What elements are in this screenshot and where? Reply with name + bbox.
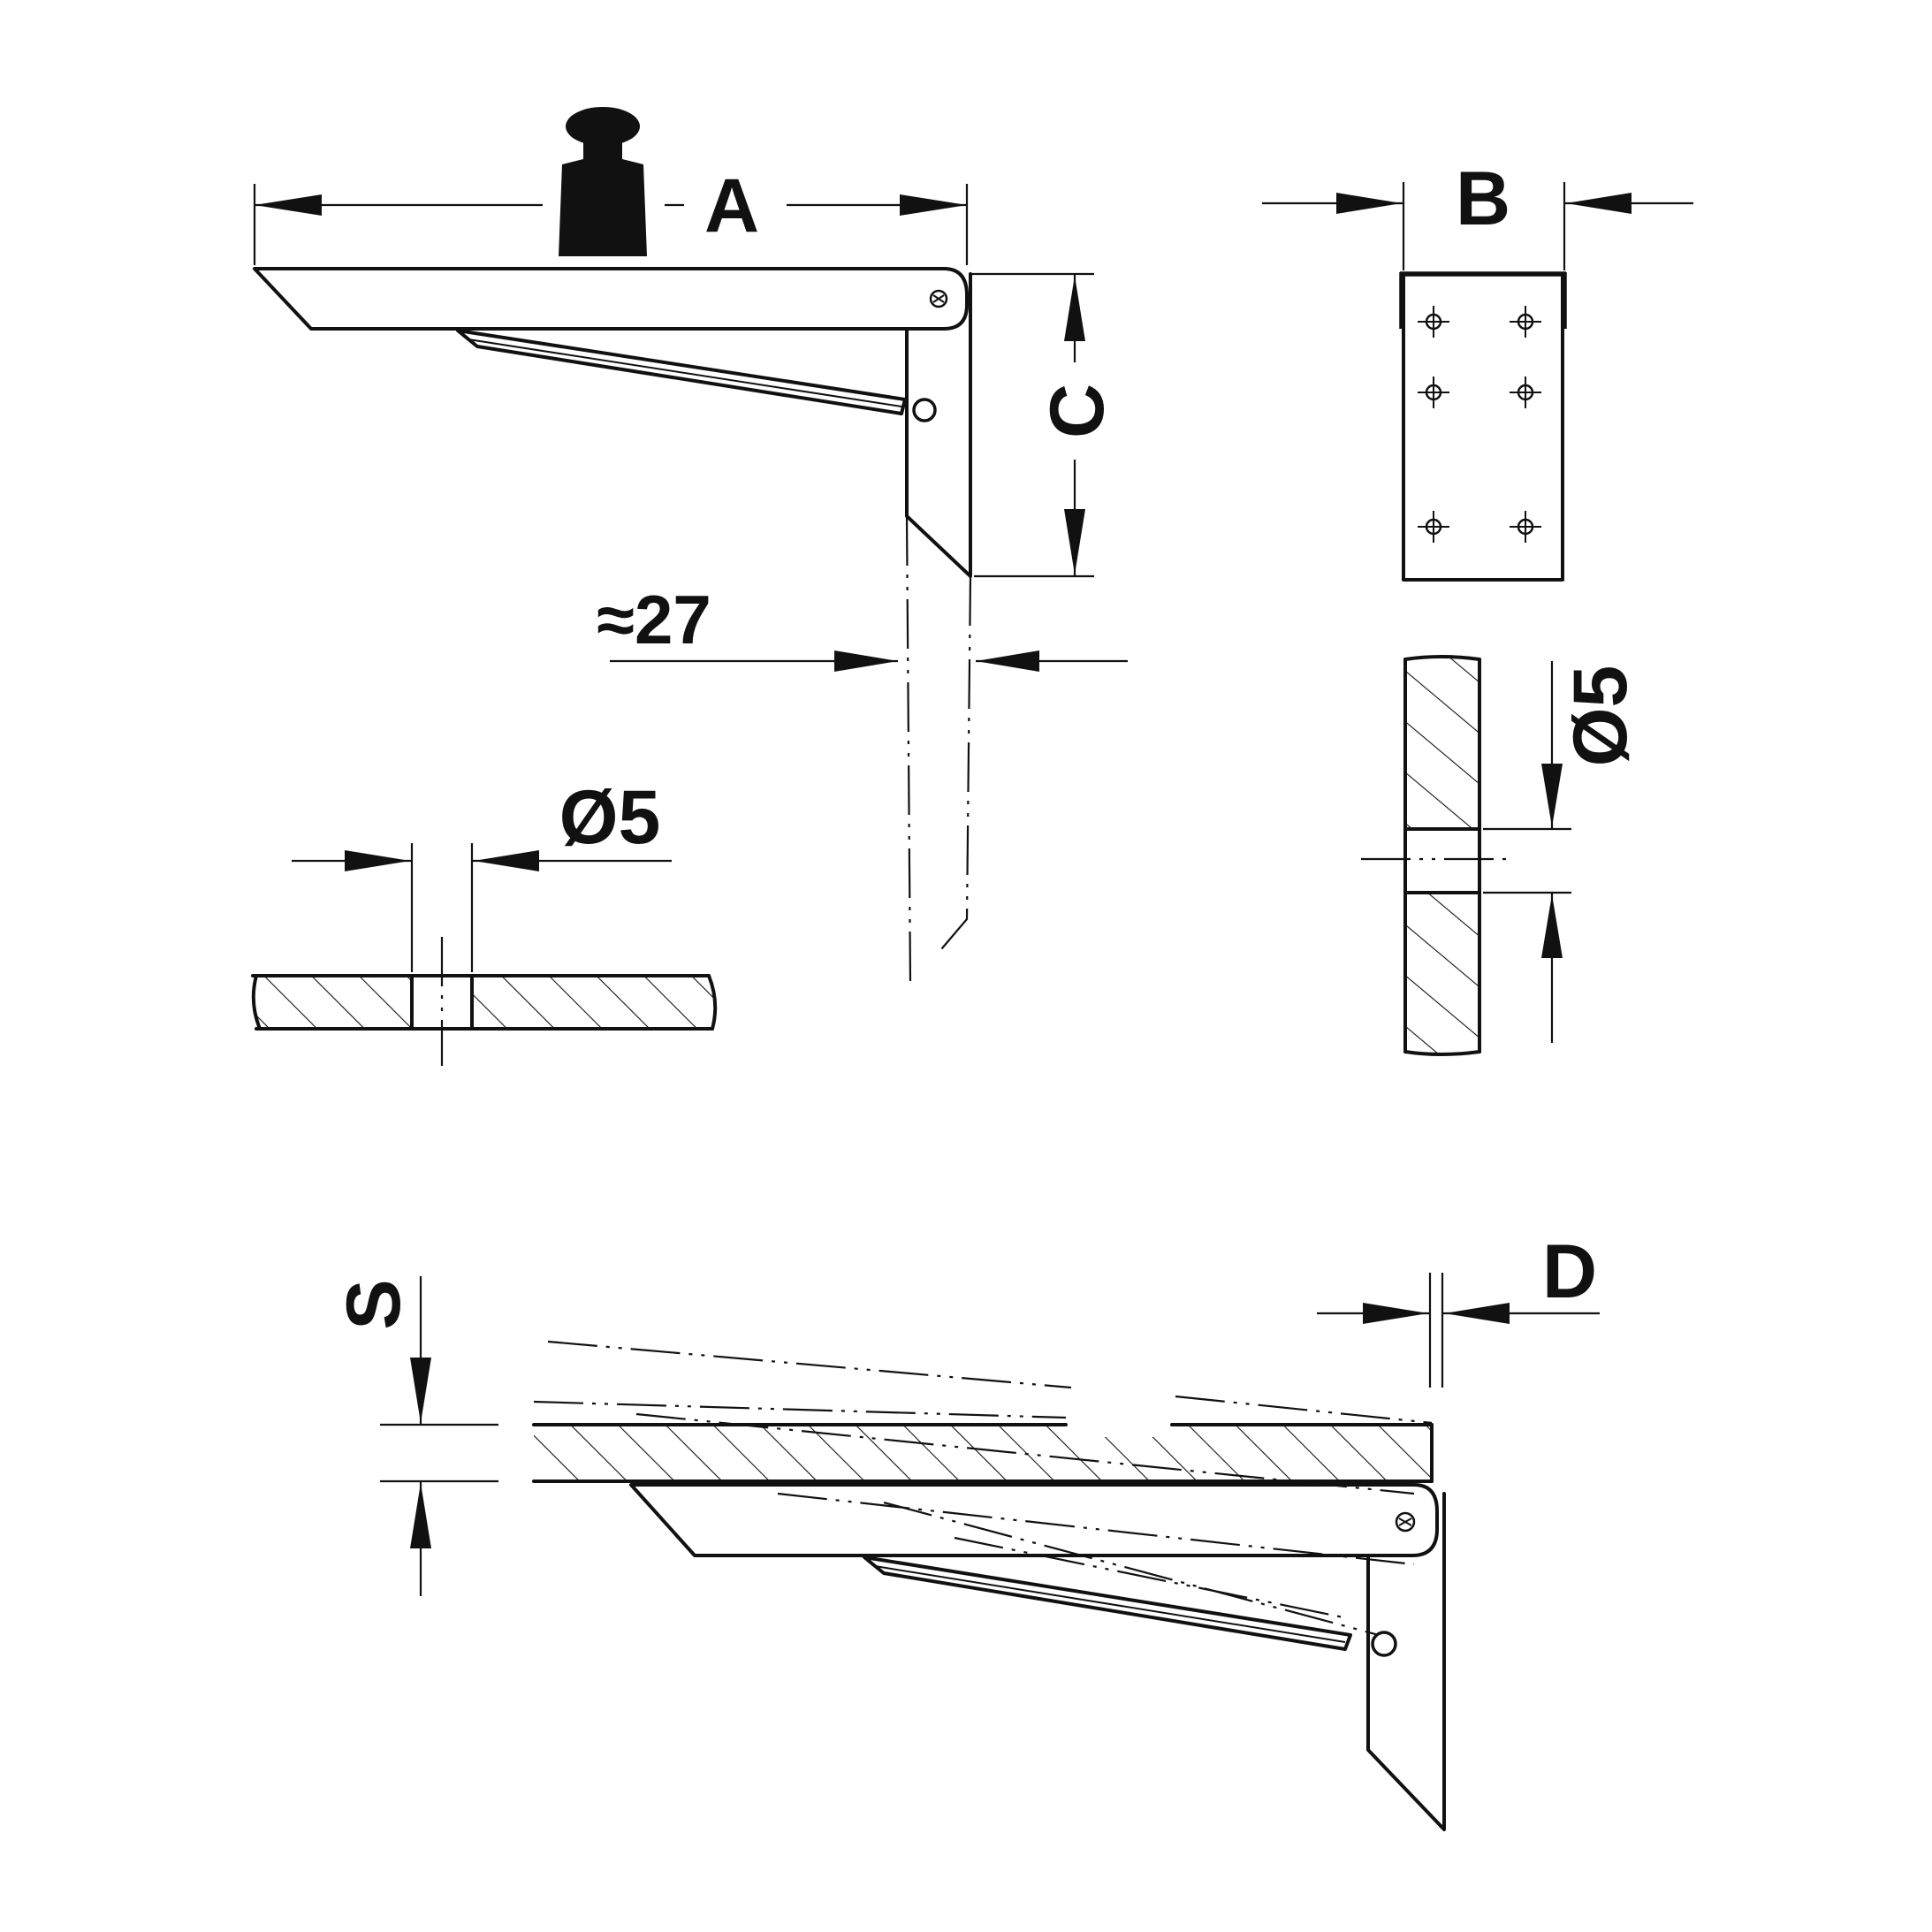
weight-icon [559,107,647,256]
mounting-hole-5 [1418,511,1449,543]
dimension-s-label: S [331,1279,416,1329]
hole-diameter-right-label: Ø5 [1558,666,1643,767]
dimension-c-label: C [1035,384,1120,438]
mounting-hole-4 [1510,377,1541,408]
pivot-pin-icon [1371,1631,1397,1657]
bracket-strut [456,329,907,415]
mounting-hole-3 [1418,377,1449,408]
wall-section-view: Ø5 [1361,655,1643,1056]
bracket-side-view: A C ≈27 [253,107,1128,984]
offset-label: ≈27 [597,581,711,658]
bracket-shelf-arm [253,267,969,331]
dimension-a-label: A [704,164,759,248]
hole-diameter-left-label: Ø5 [559,775,661,860]
mounting-hole-1 [1418,306,1449,338]
pivot-pin-icon [912,398,937,422]
wall-plate-front-view: B [1262,156,1693,582]
mounting-holes [1418,306,1541,543]
installed-bracket-view: S D [331,1229,1600,1831]
screw-icon [929,289,948,308]
screw-icon [1395,1511,1416,1533]
dimension-b-label: B [1456,156,1510,241]
board-section-view: Ø5 [251,775,718,1066]
bracket-wall-plate [905,272,972,578]
mounting-hole-2 [1510,306,1541,338]
dimension-d-label: D [1542,1229,1597,1314]
mounting-hole-6 [1510,511,1541,543]
